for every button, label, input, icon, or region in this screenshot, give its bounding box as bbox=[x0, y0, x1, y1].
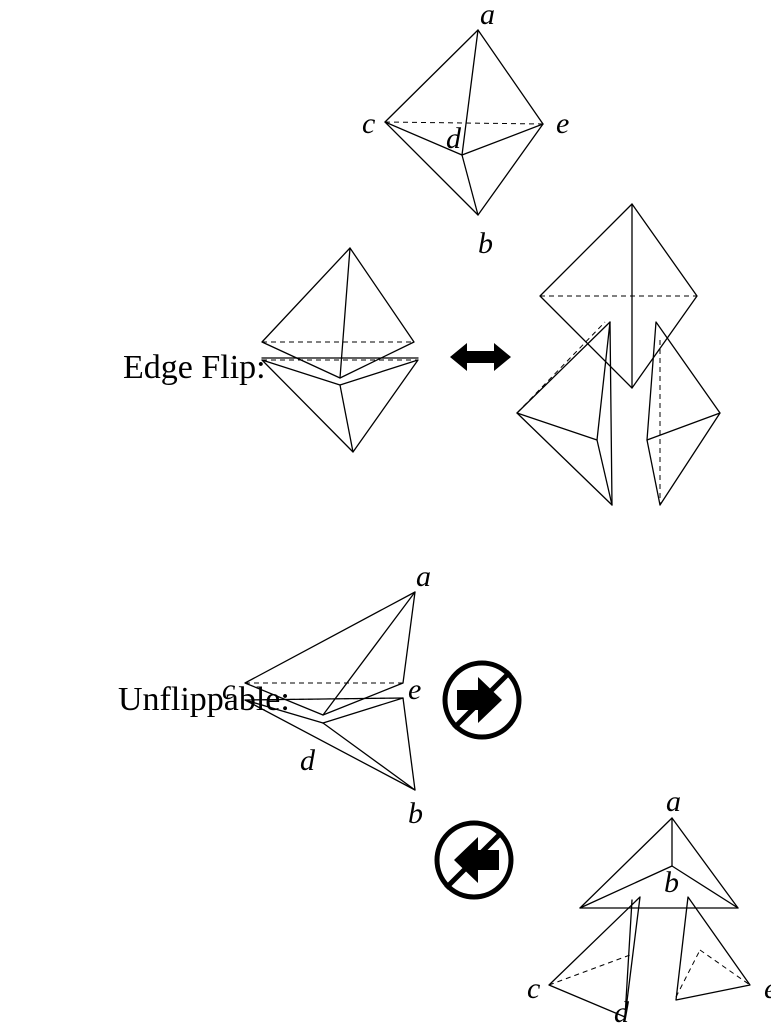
vertex-label-d-3: d bbox=[614, 996, 630, 1027]
vertex-label-b-3: b bbox=[664, 866, 679, 899]
vertex-label-b-2: b bbox=[408, 797, 423, 830]
two-tetrahedra-configuration bbox=[261, 247, 419, 453]
vertex-label-c: c bbox=[362, 107, 375, 140]
vertex-label-a: a bbox=[480, 0, 495, 31]
unflippable-two-tetrahedra: a c e d b bbox=[222, 560, 431, 830]
vertex-label-e-2: e bbox=[408, 673, 421, 706]
vertex-label-a-2: a bbox=[416, 560, 431, 593]
vertex-label-a-3: a bbox=[666, 785, 681, 818]
vertex-label-c-2: c bbox=[222, 673, 235, 706]
vertex-label-e-3: e bbox=[764, 972, 771, 1005]
three-tetrahedra-configuration bbox=[516, 203, 721, 506]
vertex-label-c-3: c bbox=[527, 972, 540, 1005]
vertex-label-b: b bbox=[478, 227, 493, 260]
vertex-label-d: d bbox=[446, 122, 462, 155]
unflippable-three-tetrahedra: a b c d e bbox=[527, 785, 771, 1027]
prohibited-right-arrow-icon bbox=[442, 660, 522, 740]
vertex-label-d-2: d bbox=[300, 744, 316, 777]
double-arrow-icon bbox=[450, 343, 511, 371]
vertex-label-e: e bbox=[556, 107, 569, 140]
prohibited-left-arrow-icon bbox=[434, 820, 514, 900]
edge-flip-heading: Edge Flip: bbox=[123, 349, 266, 386]
labeled-bipyramid: a c d e b bbox=[362, 0, 569, 260]
